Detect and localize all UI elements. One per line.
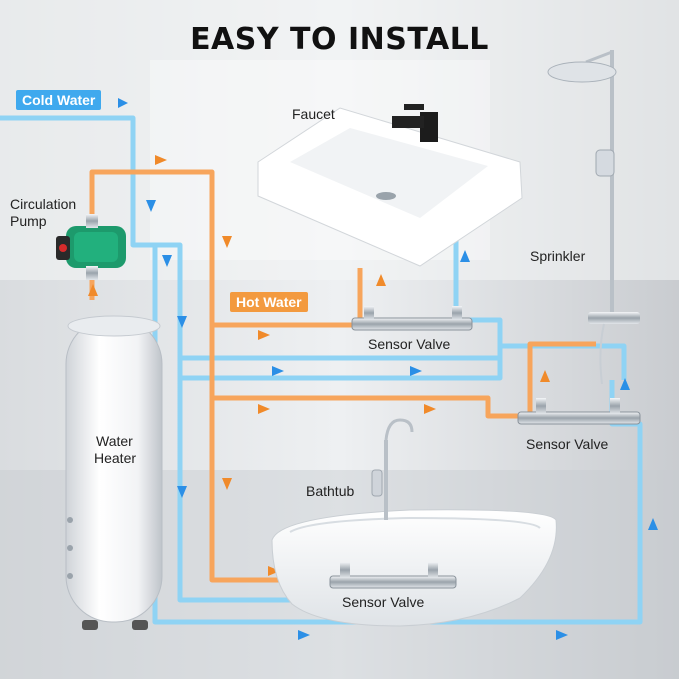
sink [257,104,523,267]
sensor-valve-port [610,398,620,414]
pump-fitting-top [86,214,98,228]
sensor-valve-body [517,411,641,425]
pump-indicator-icon [59,244,67,252]
heater-port-icon [67,573,73,579]
arrow-right-icon [268,566,280,576]
sensor-valve-port [340,562,350,578]
pump-housing [74,232,118,262]
heater-foot [132,620,148,630]
faucet-label: Faucet [292,106,335,122]
sensor-valve-label-bathtub: Sensor Valve [342,594,425,610]
arrow-down-icon [162,255,172,267]
water-heater-label-line1: Water [96,433,133,449]
sensor-valve-faucet [351,306,473,331]
arrow-up-icon [540,370,550,382]
pump-fitting-bottom [86,266,98,280]
sensor-valve-port [364,306,374,320]
arrow-down-icon [222,478,232,490]
water-heater-label-line2: Heater [94,450,137,466]
shower-mixer [588,312,640,324]
sensor-valve-sprinkler [517,398,641,425]
sensor-valve-body [351,317,473,331]
water-heater-top [67,315,161,337]
sprinkler [547,50,640,385]
faucet-body [420,112,438,142]
heater-port-icon [67,517,73,523]
sensor-valve-label-faucet: Sensor Valve [368,336,451,352]
arrow-up-icon [88,284,98,296]
heater-port-icon [67,545,73,551]
circulation-pump-label-line2: Pump [10,213,47,229]
circulation-pump-label-line1: Circulation [10,196,77,212]
hot-water-tag: Hot Water [230,292,308,312]
sensor-valve-body [329,575,457,589]
water-heater [65,315,163,630]
shower-hose [599,323,605,385]
sensor-valve-bathtub [329,562,457,589]
faucet-handle [404,104,424,110]
sensor-valve-label-sprinkler: Sensor Valve [526,436,609,452]
arrow-right-icon [155,155,167,165]
arrow-right-icon [410,366,422,376]
arrow-up-icon [648,518,658,530]
cold-water-tag: Cold Water [16,90,102,110]
page-title: EASY TO INSTALL [190,22,489,57]
faucet-spout [392,116,424,128]
cold-pipe-to-sprinkler [177,343,627,381]
sensor-valve-port [452,306,462,320]
arrow-right-icon [258,404,270,414]
bathtub-rim [289,516,541,533]
shower-head-icon [547,61,617,83]
arrow-right-icon [272,366,284,376]
arrow-right-icon [298,630,310,640]
sensor-valve-port [536,398,546,414]
water-heater-tank [65,317,163,623]
circulation-pump [56,214,126,280]
arrow-right-icon [258,330,270,340]
bathtub-hand-shower-icon [371,469,383,497]
arrow-right-icon [556,630,568,640]
arrow-right-icon [424,404,436,414]
hot-pipe-to-faucet [89,169,363,328]
hand-shower-icon [595,149,615,177]
sink-bowl [290,128,488,218]
sink-drain-icon [376,192,396,200]
heater-foot [82,620,98,630]
bathtub-label: Bathtub [306,483,355,499]
cold-flow-arrows [118,98,658,640]
bathtub-shell [271,509,557,627]
arrow-down-icon [222,236,232,248]
arrow-up-icon [620,378,630,390]
arrow-up-icon [376,274,386,286]
sensor-valve-port [428,562,438,578]
arrow-down-icon [177,486,187,498]
shower-arm [585,50,613,64]
bathtub-faucet-spout [384,418,414,441]
arrow-down-icon [177,316,187,328]
arrow-right-icon [118,98,128,108]
arrow-up-icon [460,250,470,262]
bathtub [271,418,557,627]
arrow-down-icon [146,200,156,212]
sprinkler-label: Sprinkler [530,248,586,264]
